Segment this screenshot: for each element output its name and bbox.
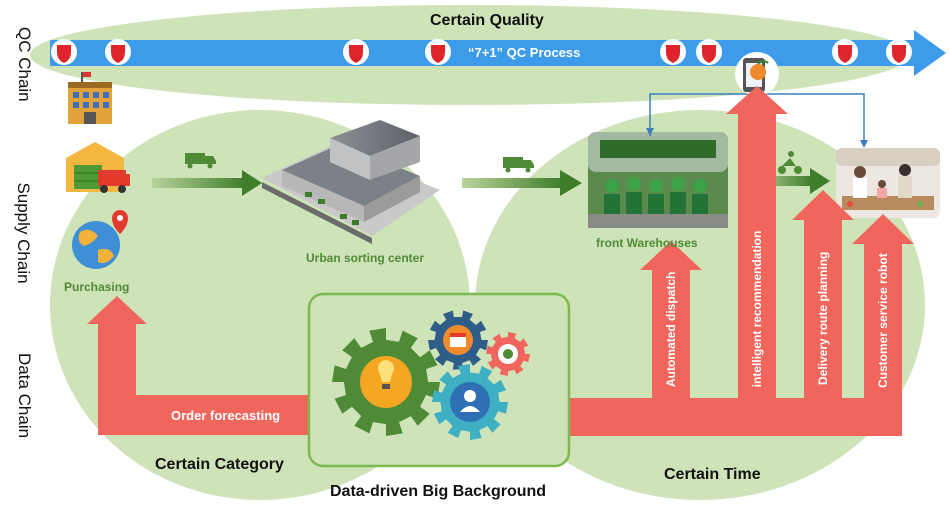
purchasing-label: Purchasing xyxy=(64,280,130,294)
flow-arrow-2 xyxy=(462,170,582,196)
quality-shield-icon xyxy=(105,39,131,65)
automated-dispatch-label: Automated dispatch xyxy=(664,271,678,387)
big-background-title: Data-driven Big Background xyxy=(330,483,547,500)
flow-arrow-3 xyxy=(752,168,830,194)
warehouse-truck-icon xyxy=(66,142,130,193)
order-forecasting-label: Order forecasting xyxy=(171,408,281,423)
sorting-center-icon xyxy=(262,120,440,244)
phone-fruit-icon xyxy=(735,52,779,96)
quality-shield-icon xyxy=(425,39,451,65)
quality-shield-icon xyxy=(660,39,686,65)
data-chain-arrows xyxy=(87,86,914,436)
globe-pin-icon xyxy=(72,210,128,269)
front-warehouses-label: front Warehouses xyxy=(596,236,698,250)
truck-icon xyxy=(185,153,216,169)
quality-shield-icon xyxy=(832,39,858,65)
office-building-icon xyxy=(68,72,112,124)
calendar-gear-icon xyxy=(428,310,488,370)
customer-photo xyxy=(836,148,940,218)
data-chain-label: Data Chain xyxy=(15,353,34,439)
scooter-icon xyxy=(778,151,802,174)
cloud-gear-icon xyxy=(486,332,530,376)
flow-arrow-1 xyxy=(152,170,262,196)
qc-process-label: “7+1” QC Process xyxy=(468,45,581,60)
quality-shield-icon xyxy=(886,39,912,65)
certain-quality-title: Certain Quality xyxy=(430,12,544,29)
certain-category-title: Certain Category xyxy=(155,456,284,473)
intelligent-recommendation-label: intelligent recommendation xyxy=(750,230,764,388)
supply-chain-label: Supply Chain xyxy=(14,182,33,284)
qc-chain-label: QC Chain xyxy=(15,27,34,102)
quality-shield-icon xyxy=(696,39,722,65)
quality-shield-icon xyxy=(51,39,77,65)
quality-shield-icon xyxy=(343,39,369,65)
gear-cluster xyxy=(332,310,530,440)
truck-icon xyxy=(503,157,534,173)
delivery-route-planning-label: Delivery route planning xyxy=(816,251,830,385)
users-gear-icon xyxy=(432,364,508,440)
customer-service-robot-label: Customer service robot xyxy=(876,253,890,388)
sorting-center-label: Urban sorting center xyxy=(306,251,425,265)
quality-shield-icons xyxy=(51,39,912,65)
certain-time-title: Certain Time xyxy=(664,466,761,483)
front-warehouse-photo xyxy=(588,132,728,228)
lightbulb-gear-icon xyxy=(332,328,440,436)
